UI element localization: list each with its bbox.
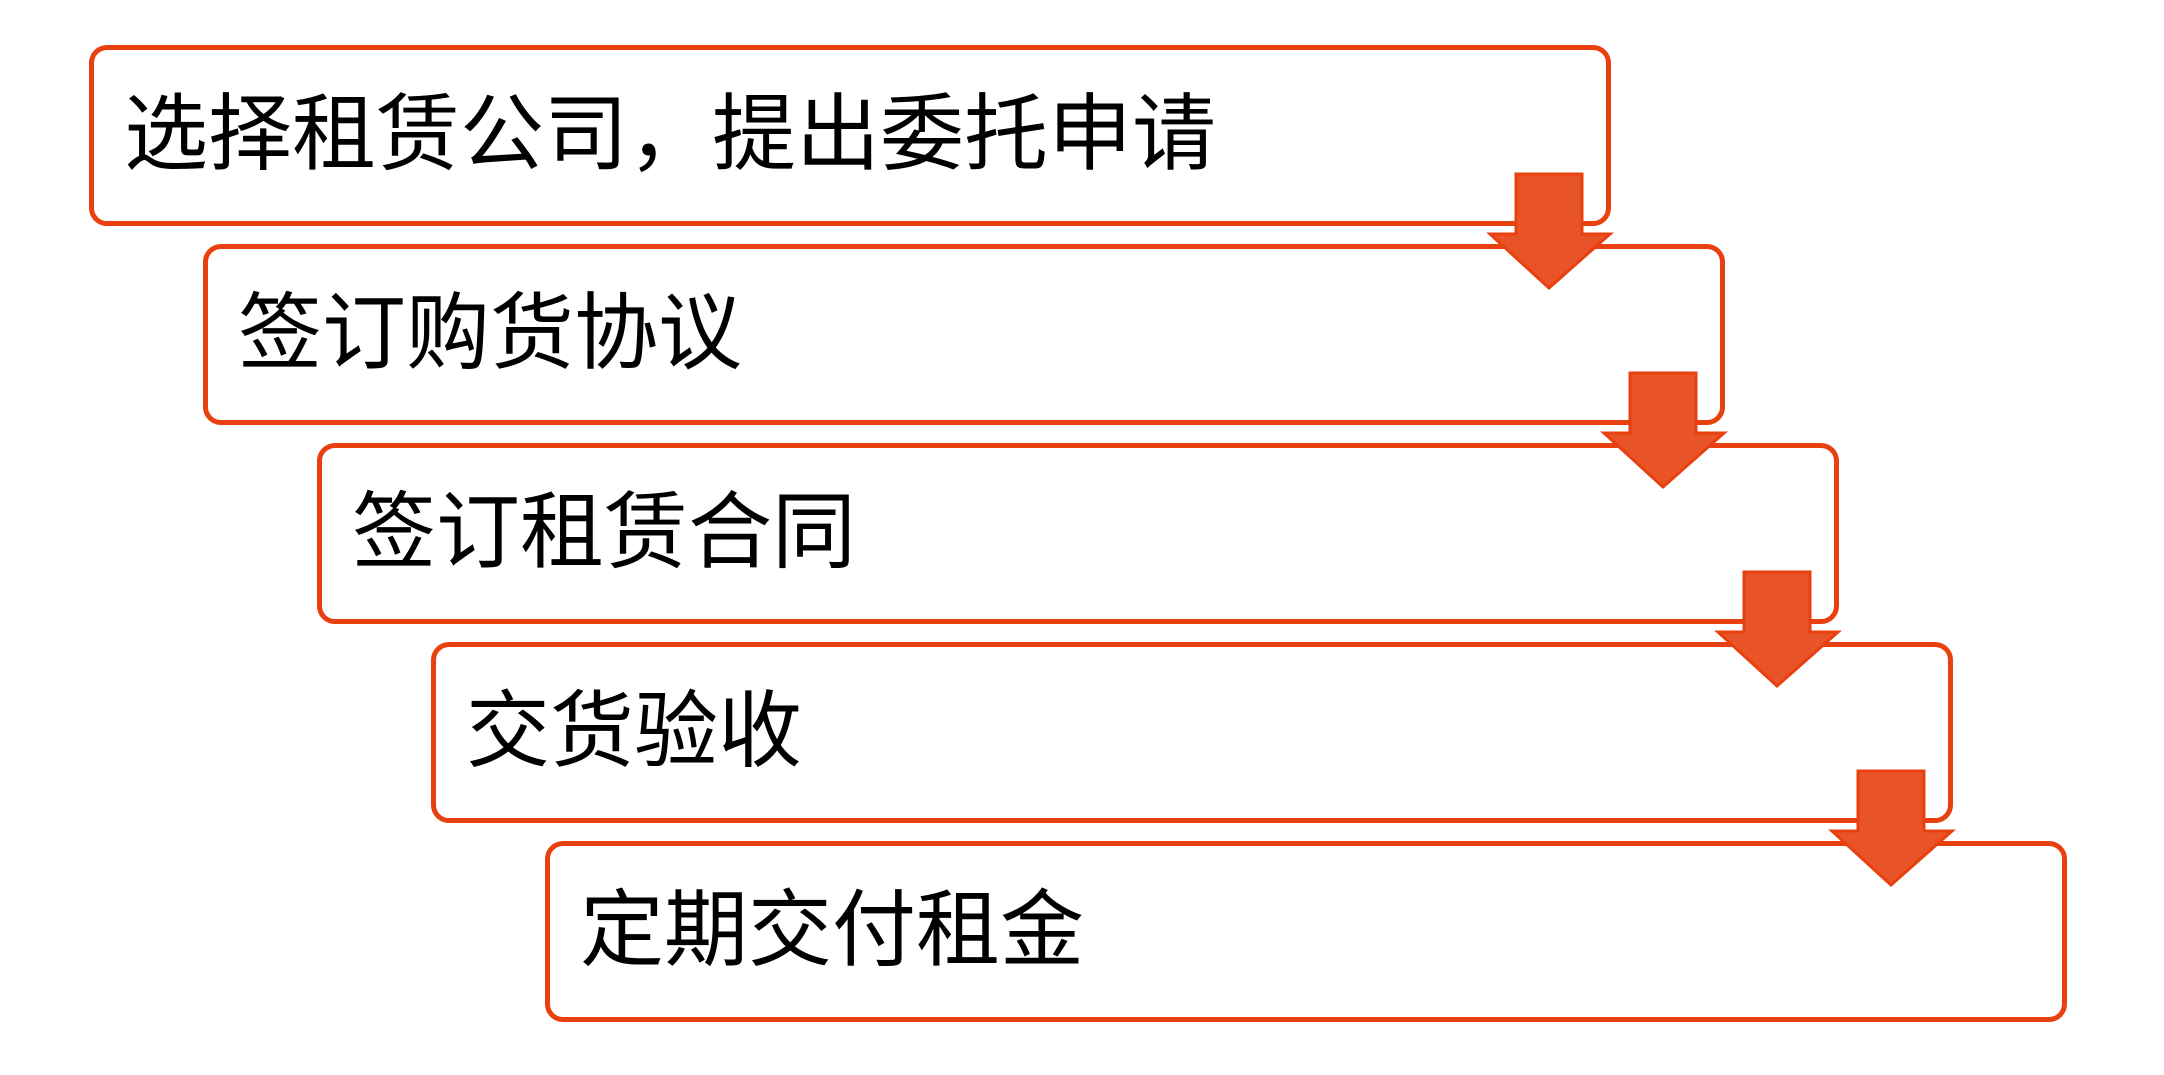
step-label: 交货验收 <box>466 682 803 780</box>
step-4-delivery-acceptance: 交货验收 <box>431 642 1953 823</box>
step-3-sign-lease-contract: 签订租赁合同 <box>317 443 1839 624</box>
down-arrow-icon <box>1828 769 1956 888</box>
down-arrow-icon <box>1714 570 1842 689</box>
step-label: 签订租赁合同 <box>352 483 857 581</box>
step-2-sign-purchase-agreement: 签订购货协议 <box>203 244 1725 425</box>
step-5-pay-rent-periodically: 定期交付租金 <box>545 841 2067 1022</box>
step-label: 选择租赁公司，提出委托申请 <box>124 85 1217 183</box>
step-label: 签订购货协议 <box>238 284 743 382</box>
step-label: 定期交付租金 <box>580 881 1085 979</box>
down-arrow-icon <box>1486 172 1614 291</box>
down-arrow-icon <box>1600 371 1728 490</box>
step-1-select-leasing-company: 选择租赁公司，提出委托申请 <box>89 45 1611 226</box>
